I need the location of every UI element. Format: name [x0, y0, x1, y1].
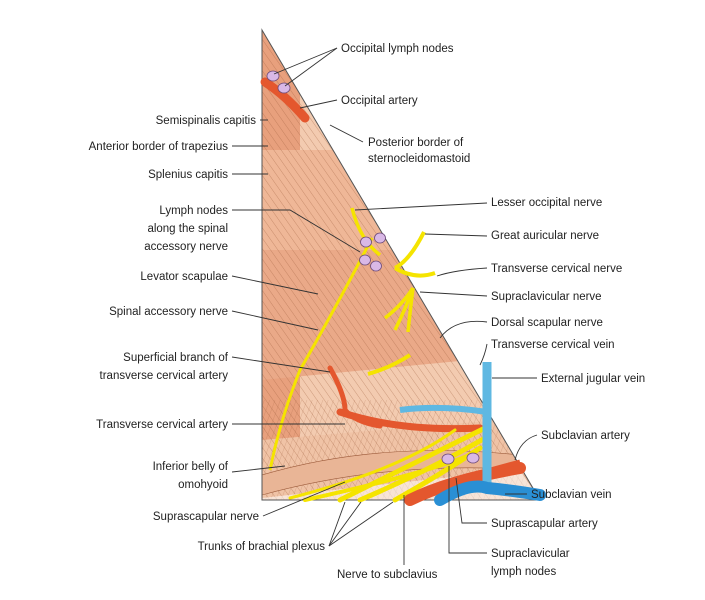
transverse-cervical-artery-path	[336, 408, 484, 433]
transverse-cervical-vein-path	[399, 404, 488, 415]
label-spinal-accessory-nerve: Spinal accessory nerve	[109, 306, 228, 318]
label-dorsal-scapular-nerve: Dorsal scapular nerve	[491, 317, 603, 329]
label-semispinalis-capitis: Semispinalis capitis	[156, 115, 257, 127]
spinal-lymph-node-4	[370, 260, 382, 272]
spinal-lymph-node-3	[359, 254, 371, 266]
label-inferior-belly-1: Inferior belly of	[153, 461, 229, 473]
label-occipital-artery: Occipital artery	[341, 95, 418, 107]
label-subclavian-artery: Subclavian artery	[541, 430, 630, 442]
label-transverse-cervical-artery: Transverse cervical artery	[96, 419, 228, 431]
transverse-cervical-nerve-path	[393, 266, 436, 278]
occipital-artery	[260, 77, 310, 123]
occipital-lymph-node-2	[277, 82, 291, 94]
label-superficial-branch-2: transverse cervical artery	[100, 370, 229, 382]
label-suprascapular-artery: Suprascapular artery	[491, 518, 598, 530]
spinal-lymph-node-1	[360, 236, 372, 248]
spinal-lymph-node-2	[374, 232, 386, 244]
label-supraclavicular-lymph-nodes-1: Supraclavicular	[491, 548, 570, 560]
subclavian-vein-path	[434, 480, 546, 506]
label-levator-scapulae: Levator scapulae	[140, 271, 228, 283]
supraclavicular-lymph-node-2	[466, 452, 480, 464]
label-posterior-border-scm-2: sternocleidomastoid	[368, 153, 470, 165]
label-nerve-to-subclavius: Nerve to subclavius	[337, 569, 438, 581]
supraclavicular-nerve-path	[383, 287, 415, 333]
label-trunks-brachial-plexus: Trunks of brachial plexus	[198, 541, 326, 553]
label-great-auricular-nerve: Great auricular nerve	[491, 230, 599, 242]
label-posterior-border-scm-1: Posterior border of	[368, 137, 464, 149]
label-inferior-belly-2: omohyoid	[178, 479, 228, 491]
lesser-occipital-nerve-path	[350, 207, 382, 257]
label-transverse-cervical-vein: Transverse cervical vein	[491, 339, 615, 351]
great-auricular-nerve-path	[393, 231, 426, 270]
label-supraclavicular-nerve: Supraclavicular nerve	[491, 291, 602, 303]
subclavian-artery-path	[404, 462, 526, 506]
label-transverse-cervical-nerve: Transverse cervical nerve	[491, 263, 622, 275]
label-lymph-nodes-spinal-2: along the spinal	[147, 223, 228, 235]
label-anterior-border-trapezius: Anterior border of trapezius	[89, 141, 229, 153]
supraclavicular-lymph-node-1	[441, 453, 455, 465]
label-external-jugular-vein: External jugular vein	[541, 373, 645, 385]
label-subclavian-vein: Subclavian vein	[531, 489, 612, 501]
label-lymph-nodes-spinal-3: accessory nerve	[144, 241, 228, 253]
left-labels: Semispinalis capitis Anterior border of …	[89, 115, 326, 553]
label-suprascapular-nerve: Suprascapular nerve	[153, 511, 259, 523]
right-labels: Occipital lymph nodes Occipital artery P…	[337, 43, 645, 581]
dorsal-scapular-nerve-path	[367, 353, 412, 376]
label-lesser-occipital-nerve: Lesser occipital nerve	[491, 197, 602, 209]
spinal-accessory-nerve	[268, 237, 374, 471]
label-splenius-capitis: Splenius capitis	[148, 169, 228, 181]
leader-lines	[231, 47, 538, 565]
label-occipital-lymph-nodes: Occipital lymph nodes	[341, 43, 454, 55]
label-lymph-nodes-spinal-1: Lymph nodes	[159, 205, 228, 217]
label-superficial-branch-1: Superficial branch of	[123, 352, 229, 364]
label-supraclavicular-lymph-nodes-2: lymph nodes	[491, 566, 556, 578]
